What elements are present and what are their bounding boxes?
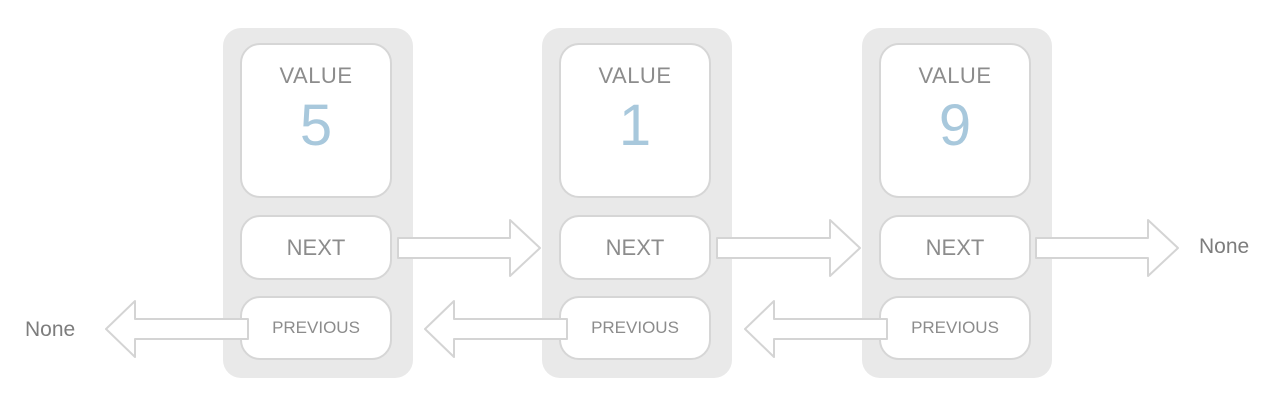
list-node-2: VALUE 1 NEXT PREVIOUS — [542, 28, 732, 378]
node-2-value-cell: VALUE 1 — [559, 43, 711, 198]
node-3-value-label: VALUE — [918, 63, 992, 88]
next-arrow-2-to-3 — [716, 219, 861, 277]
node-1-value: 5 — [299, 93, 333, 158]
node-1-next-cell: NEXT — [240, 215, 392, 280]
node-2-previous-cell: PREVIOUS — [559, 296, 711, 360]
node-2-next-cell: NEXT — [559, 215, 711, 280]
next-arrow-1-to-2 — [397, 219, 541, 277]
previous-arrow-1-to-none — [105, 300, 249, 358]
node-1-previous-cell: PREVIOUS — [240, 296, 392, 360]
previous-arrow-2-to-1 — [424, 300, 568, 358]
node-1-value-label: VALUE — [279, 63, 353, 88]
next-arrow-3-to-none — [1035, 219, 1179, 277]
node-3-previous-cell: PREVIOUS — [879, 296, 1031, 360]
node-2-value: 1 — [618, 93, 652, 158]
next-terminal-none: None — [1199, 235, 1250, 258]
node-3-value: 9 — [938, 93, 972, 158]
node-3-value-cell: VALUE 9 — [879, 43, 1031, 198]
list-node-3: VALUE 9 NEXT PREVIOUS — [862, 28, 1052, 378]
node-1-value-cell: VALUE 5 — [240, 43, 392, 198]
list-node-1: VALUE 5 NEXT PREVIOUS — [223, 28, 413, 378]
previous-arrow-3-to-2 — [744, 300, 888, 358]
node-3-next-cell: NEXT — [879, 215, 1031, 280]
previous-terminal-none: None — [25, 318, 76, 341]
node-2-value-label: VALUE — [598, 63, 672, 88]
